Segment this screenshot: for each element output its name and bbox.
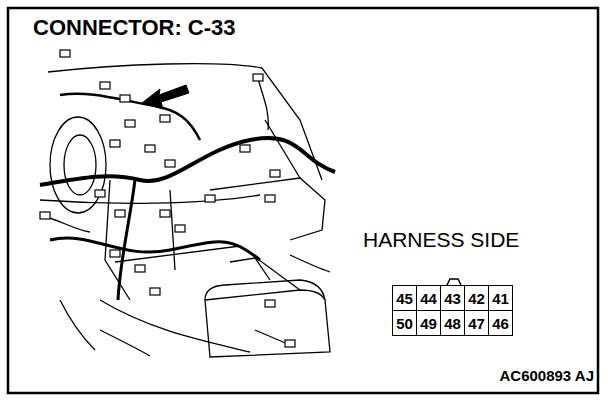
armrest-top (205, 280, 325, 300)
connector (160, 115, 170, 122)
dashboard-drawing (40, 64, 330, 357)
connector (60, 50, 70, 57)
pin-number: 49 (420, 316, 437, 331)
pin-cell: 47 (464, 310, 489, 336)
pin-cell: 50 (392, 310, 417, 336)
pin-number: 42 (468, 291, 485, 306)
armrest (205, 290, 330, 357)
main-harness (40, 138, 335, 185)
connector (100, 82, 110, 89)
pin-cell: 43 (440, 285, 465, 311)
connector (240, 145, 250, 152)
connector (40, 212, 50, 219)
dash-lower (40, 195, 260, 203)
connector (265, 195, 275, 202)
connector (110, 140, 120, 147)
figure-code: AC600893 AJ (499, 368, 594, 383)
dash-edge (265, 120, 300, 178)
title: CONNECTOR: C-33 (33, 17, 236, 39)
connector (270, 170, 280, 177)
pin-number: 43 (444, 291, 461, 306)
view-label: HARNESS SIDE (363, 229, 519, 250)
wire (40, 78, 330, 272)
connector (145, 145, 155, 152)
pin-cell: 46 (488, 310, 513, 336)
pin-cell: 45 (392, 285, 417, 311)
pin-number: 48 (444, 316, 461, 331)
upper-harness (60, 94, 200, 140)
pin-cell: 49 (416, 310, 441, 336)
pin-number: 44 (420, 291, 437, 306)
harness (40, 94, 335, 300)
connector (125, 120, 135, 127)
connector (265, 300, 275, 307)
connector (110, 250, 120, 257)
pin-number: 46 (492, 316, 509, 331)
pin-number: 47 (468, 316, 485, 331)
connector (285, 340, 295, 347)
shift-panel (230, 258, 270, 280)
connector (135, 265, 145, 272)
pin-cell: 44 (416, 285, 441, 311)
connector (150, 288, 160, 295)
branch-harness (118, 180, 135, 300)
pointer-arrow (142, 85, 189, 109)
connector (175, 225, 185, 232)
pin-cell: 41 (488, 285, 513, 311)
center-stack (105, 180, 175, 300)
connector (160, 210, 170, 217)
steering-wheel (50, 117, 106, 213)
connector (120, 95, 130, 102)
pin-cell: 42 (464, 285, 489, 311)
connector (205, 195, 215, 202)
floor-harness (50, 238, 260, 260)
pin-number: 45 (396, 291, 413, 306)
pin-number: 50 (396, 316, 413, 331)
glovebox (210, 178, 325, 240)
dash-top (48, 64, 322, 180)
connector (95, 190, 105, 197)
pin-number: 41 (492, 291, 509, 306)
connector (165, 160, 175, 167)
steering-hub (64, 135, 96, 195)
wire (60, 300, 290, 356)
connectors (40, 50, 295, 347)
connector (115, 210, 125, 217)
frame (8, 8, 598, 393)
pin-cell: 48 (440, 310, 465, 336)
connector (253, 74, 263, 81)
